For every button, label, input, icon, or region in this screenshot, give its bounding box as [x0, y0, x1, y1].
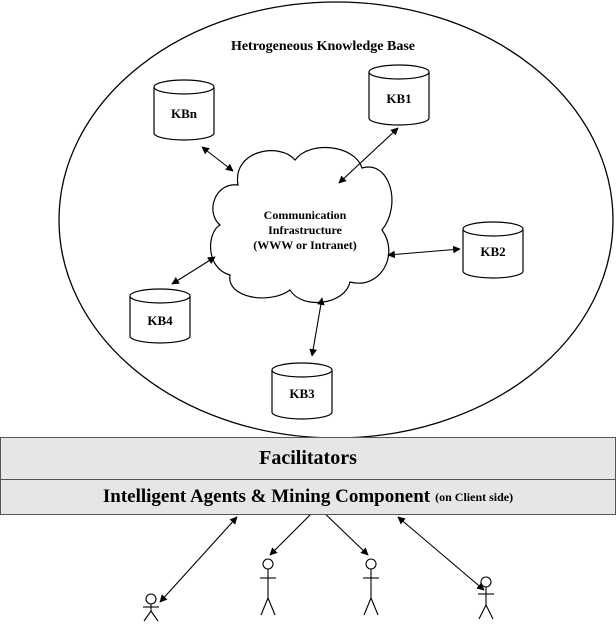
kb-node-kbn: KBn	[153, 79, 215, 141]
arrow-client-3	[317, 506, 369, 556]
kb-node-kb1: KB1	[368, 64, 430, 126]
agents-label: Intelligent Agents & Mining Component	[102, 486, 431, 507]
kb-node-label: KB1	[386, 91, 411, 106]
user-icon	[260, 558, 276, 616]
arrow-kb2-cloud	[387, 245, 461, 259]
arrow-client-2	[269, 506, 319, 556]
arrow-kb3-cloud	[309, 297, 325, 357]
arrow-kbn-cloud	[201, 146, 234, 172]
kb-node-kb4: KB4	[129, 288, 191, 344]
arrow-client-4	[397, 516, 485, 591]
kb-node-label: KB3	[289, 386, 315, 401]
arrow-kb1-cloud	[338, 127, 399, 184]
cloud-label-line-1: Communication	[264, 208, 347, 222]
client-side-note: (on Client side)	[435, 489, 514, 504]
user-icon	[363, 558, 379, 616]
kb-node-label: KBn	[171, 106, 198, 121]
facilitators-label: Facilitators	[259, 447, 357, 469]
kb-node-kb2: KB2	[462, 221, 524, 279]
cloud-label-line-2: Infrastructure	[268, 223, 342, 237]
kb-node-label: KB2	[480, 244, 505, 259]
facilitators-panel: Facilitators	[0, 437, 616, 480]
arrow-kb4-cloud	[171, 256, 216, 285]
arrow-client-1	[159, 516, 238, 603]
kb-node-label: KB4	[147, 313, 173, 328]
kb-node-kb3: KB3	[271, 362, 333, 420]
cloud-label-line-3: (WWW or Intranet)	[253, 238, 357, 252]
communication-cloud	[209, 146, 393, 304]
user-icon	[143, 593, 159, 622]
user-icon	[478, 576, 494, 620]
agents-panel: Intelligent Agents & Mining Component (on…	[0, 480, 616, 515]
knowledge-base-title: Hetrogeneous Knowledge Base	[231, 39, 415, 54]
